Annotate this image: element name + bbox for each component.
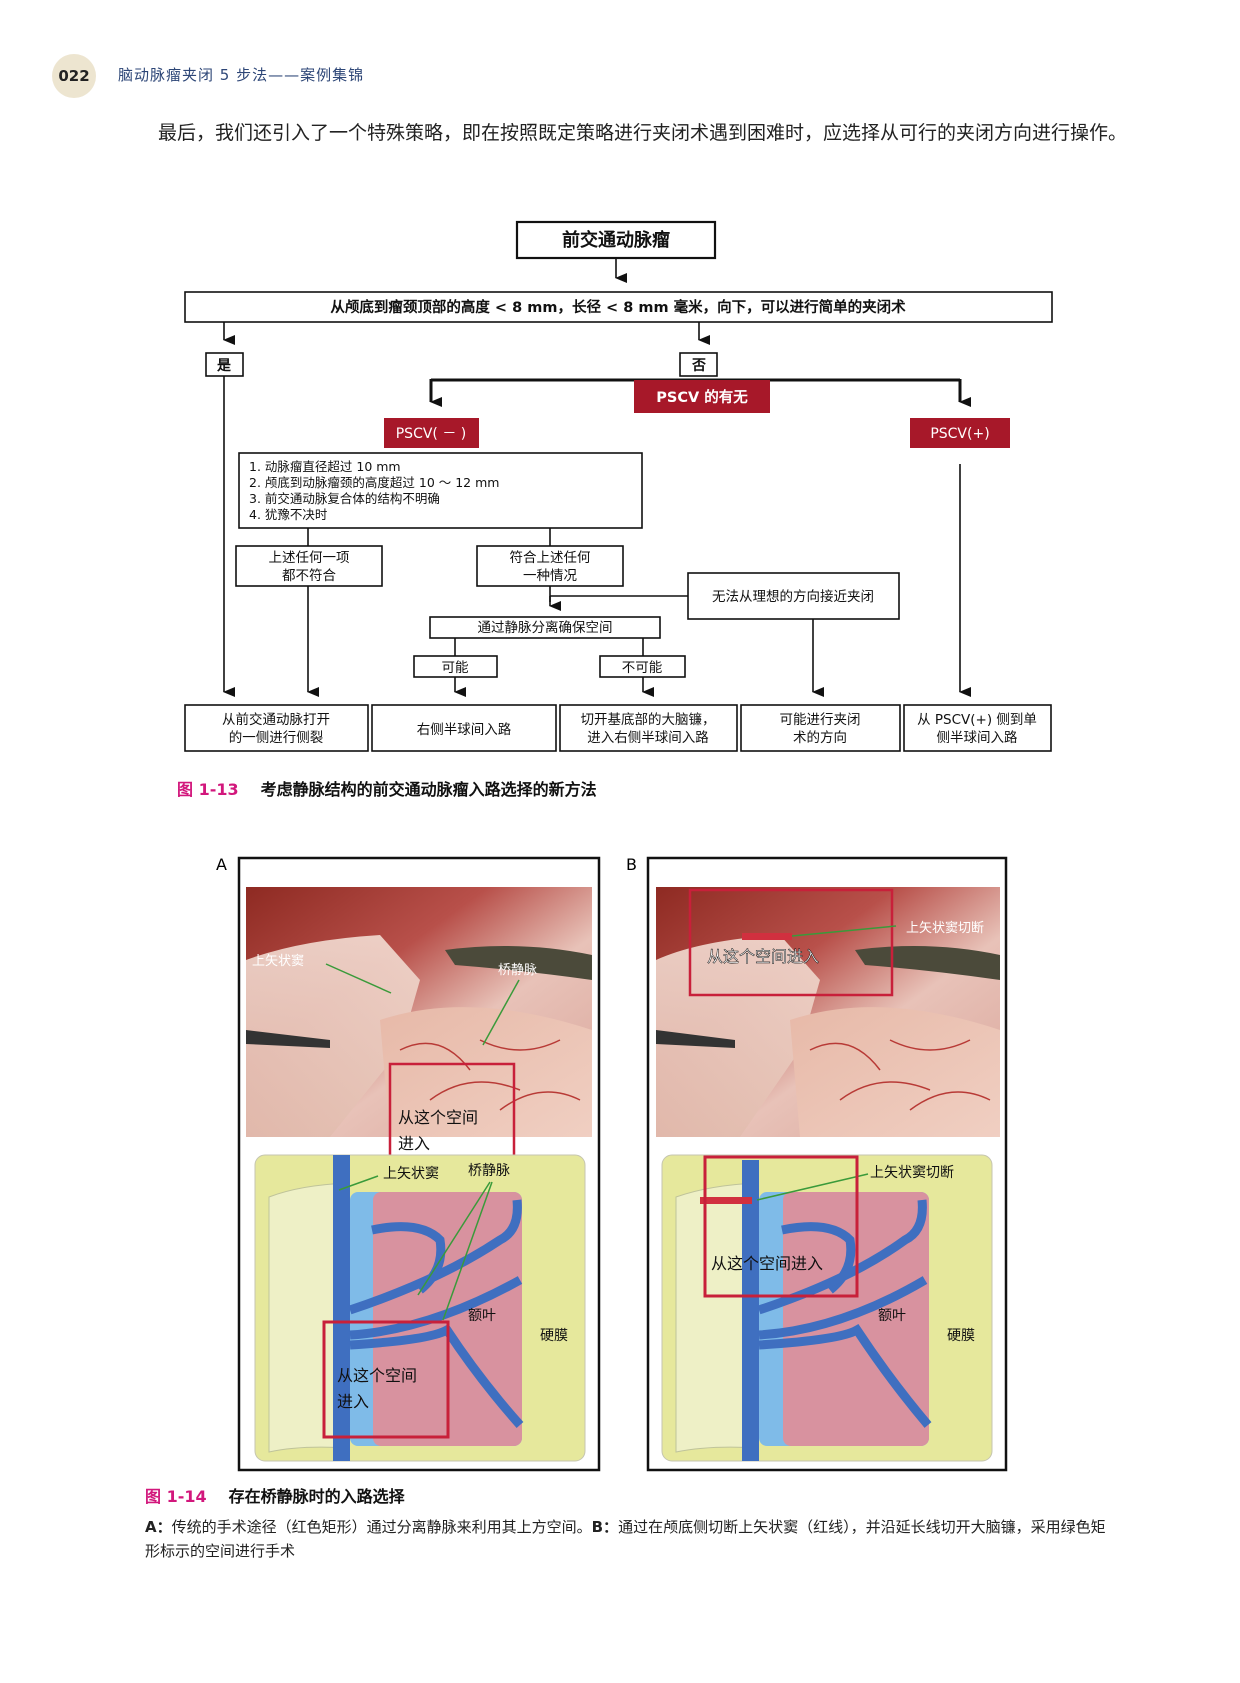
note-b-label: B： <box>591 1518 619 1536</box>
pscv-neg-text: PSCV( － ) <box>396 426 467 442</box>
photo-entry-box-b <box>688 888 894 997</box>
diagram-entry-box-a <box>322 1320 450 1439</box>
outcome-box-1 <box>184 704 369 752</box>
panel-b-diagram: 上矢状窦切断 从这个空间进入 额叶 硬膜 <box>661 1154 993 1462</box>
diagram-label-dura: 硬膜 <box>540 1328 568 1344</box>
criteria-item: 4. 犹豫不决时 <box>249 507 328 522</box>
cannot-approach-box <box>687 572 900 620</box>
page-number: 022 <box>52 54 96 98</box>
figure-14-title: 存在桥静脉时的入路选择 <box>228 1487 405 1506</box>
diagram-sinus-cut-line <box>700 1197 752 1204</box>
none-match-box <box>235 545 383 587</box>
pscv-pos-text: PSCV(+) <box>930 426 989 442</box>
photo-entry-text-b: 从这个空间进入 <box>707 947 819 966</box>
photo-entry-text: 进入 <box>398 1134 430 1153</box>
criteria-item: 2. 颅底到动脉瘤颈的高度超过 10 ～ 12 mm <box>249 475 499 490</box>
running-title: 脑动脉瘤夹闭 5 步法——案例集锦 <box>118 66 365 84</box>
panel-b-photo: 上矢状窦切断 从这个空间进入 <box>656 887 1000 1137</box>
figure-14-note: A：传统的手术途径（红色矩形）通过分离静脉来利用其上方空间。B：通过在颅底侧切断… <box>145 1515 1115 1563</box>
pscv-question-box <box>634 380 770 413</box>
figure-13-number: 图 1-13 <box>177 780 239 799</box>
photo-entry-text: 从这个空间 <box>398 1108 478 1127</box>
root-text: 前交通动脉瘤 <box>562 229 670 251</box>
outcome-text: 从 PSCV(+) 侧到单 <box>917 712 1037 728</box>
condition-box <box>184 291 1053 323</box>
outcome-box-5 <box>903 704 1052 752</box>
outcome-box-2 <box>371 704 557 752</box>
vein-separation-box <box>429 616 661 639</box>
outcome-box-4 <box>740 704 901 752</box>
outcome-text: 术的方向 <box>793 730 847 746</box>
photo-label-bridging-vein: 桥静脉 <box>498 963 537 978</box>
outcome-text: 进入右侧半球间入路 <box>587 730 709 746</box>
outcome-text: 右侧半球间入路 <box>417 722 512 738</box>
panel-a-photo: 上矢状窦 桥静脉 从这个空间 进入 <box>246 887 592 1180</box>
impossible-text: 不可能 <box>622 660 663 676</box>
figure-13-title: 考虑静脉结构的前交通动脉瘤入路选择的新方法 <box>260 780 597 799</box>
panel-a-diagram: 上矢状窦 桥静脉 额叶 硬膜 从这个空间 进入 <box>254 1154 586 1462</box>
panel-a-label: A <box>216 855 227 874</box>
photo-label-sinus-cut: 上矢状窦切断 <box>906 921 984 936</box>
flowchart: 前交通动脉瘤 从颅底到瘤颈顶部的高度 < 8 mm，长径 < 8 mm 毫米，向… <box>184 220 1053 752</box>
diagram-label-sinus: 上矢状窦 <box>383 1166 439 1182</box>
diagram-entry-box-b <box>703 1155 859 1298</box>
figure-14: A 上矢状窦 桥静脉 从这个空间 进入 上矢状窦 桥静脉 额叶 硬膜 从这个空间 <box>216 855 1008 1472</box>
figure-14-caption: 图 1-14 存在桥静脉时的入路选择 <box>145 1483 405 1507</box>
outcome-text: 的一侧进行侧裂 <box>229 730 324 746</box>
outcome-text: 可能进行夹闭 <box>780 712 861 728</box>
outcome-text: 切开基底部的大脑镰， <box>581 711 716 728</box>
vein-separation-text: 通过静脉分离确保空间 <box>478 619 613 636</box>
figure-13-caption: 图 1-13 考虑静脉结构的前交通动脉瘤入路选择的新方法 <box>177 776 597 800</box>
possible-text: 可能 <box>442 660 469 676</box>
diagram-entry-text-b: 从这个空间进入 <box>711 1254 823 1273</box>
diagram-label-sinus-cut: 上矢状窦切断 <box>870 1165 954 1181</box>
note-b-text: 通过在颅底侧切断上矢状窦（红线），并沿延长线切开大脑镰，采用绿色矩形标示的空间进… <box>145 1518 1106 1560</box>
none-match-line: 都不符合 <box>282 568 336 584</box>
cannot-approach-text: 无法从理想的方向接近夹闭 <box>712 588 874 605</box>
criteria-item: 1. 动脉瘤直径超过 10 mm <box>249 459 401 474</box>
panel-b-label: B <box>626 855 637 874</box>
diagram-label-frontal-lobe-b: 额叶 <box>878 1308 906 1324</box>
diagram-label-dura-b: 硬膜 <box>947 1328 975 1344</box>
intro-paragraph: 最后，我们还引入了一个特殊策略，即在按照既定策略进行夹闭术遇到困难时，应选择从可… <box>158 122 1128 144</box>
photo-label-sinus: 上矢状窦 <box>252 954 304 969</box>
no-box <box>679 352 718 377</box>
pscv-pos-box <box>910 418 1010 448</box>
any-match-line: 一种情况 <box>523 568 577 584</box>
any-match-line: 符合上述任何 <box>510 550 591 566</box>
pscv-neg-box <box>384 418 479 448</box>
diagram-label-bridging-vein: 桥静脉 <box>468 1163 510 1179</box>
note-a-label: A： <box>145 1518 172 1536</box>
diagram-label-frontal-lobe: 额叶 <box>468 1308 496 1324</box>
diagram-entry-text: 从这个空间 <box>337 1366 417 1385</box>
yes-text: 是 <box>217 358 232 374</box>
condition-text: 从颅底到瘤颈顶部的高度 < 8 mm，长径 < 8 mm 毫米，向下，可以进行简… <box>330 298 906 316</box>
pscv-question-text: PSCV 的有无 <box>656 388 748 406</box>
note-a-text: 传统的手术途径（红色矩形）通过分离静脉来利用其上方空间。 <box>171 1518 592 1536</box>
criteria-item: 3. 前交通动脉复合体的结构不明确 <box>249 491 440 506</box>
none-match-line: 上述任何一项 <box>269 550 350 566</box>
outcome-box-3 <box>559 704 738 752</box>
root-box <box>515 220 717 260</box>
no-text: 否 <box>691 358 706 374</box>
figure-14-number: 图 1-14 <box>145 1487 207 1506</box>
outcome-text: 侧半球间入路 <box>937 730 1018 746</box>
outcome-text: 从前交通动脉打开 <box>222 711 330 728</box>
photo-sinus-cut-line <box>742 933 792 940</box>
criteria-box <box>238 452 643 529</box>
diagram-entry-text: 进入 <box>337 1392 369 1411</box>
